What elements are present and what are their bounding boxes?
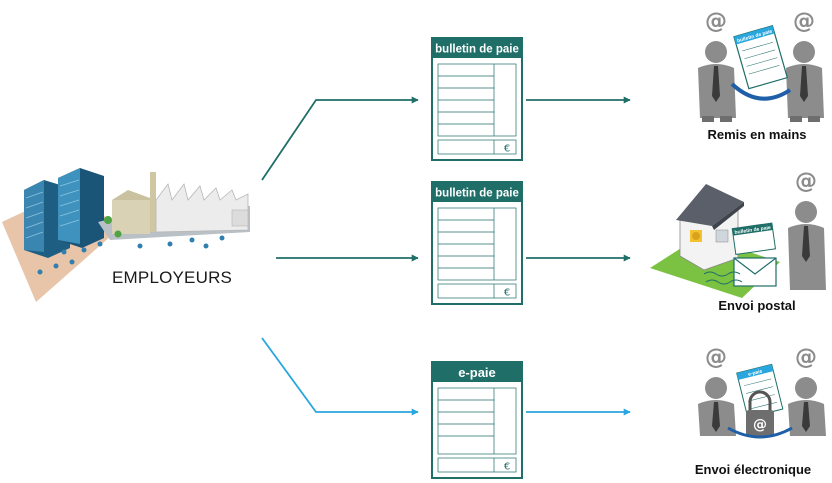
outcome-label-postal: Envoi postal [718, 298, 796, 313]
euro-sign: € [504, 462, 510, 473]
at-sign-icon: @ [705, 345, 727, 370]
outcome-label-electronic: Envoi électronique [694, 462, 812, 477]
padlock-icon: @ [746, 390, 774, 436]
crowd-icon [37, 235, 225, 275]
payslip-3: e-paie € [431, 361, 523, 479]
house-icon [676, 184, 744, 271]
outcome-label-hand-delivered: Remis en mains [707, 127, 807, 142]
at-sign-icon: @ [705, 9, 727, 34]
handshake-icon: @ @ bulletin de paie [698, 9, 824, 122]
postal-illustration: bulletin de paie @ [650, 169, 826, 298]
electronic-illustration: @ @ e-paie @ [698, 345, 826, 439]
payslip-1-header: bulletin de paie [435, 44, 519, 56]
office-buildings-icon [24, 168, 104, 258]
payslip-2: bulletin de paie € [431, 181, 523, 305]
arrow-to-payslip-3 [261, 337, 419, 416]
connectors [261, 96, 631, 416]
at-sign-icon: @ [795, 345, 817, 370]
envelope-icon [733, 257, 777, 287]
mini-payslip-text: bulletin de paie [734, 225, 771, 236]
employers-illustration [2, 168, 250, 302]
payslip-3-header: e-paie [458, 365, 496, 380]
arrow-to-payslip-1 [261, 96, 419, 181]
euro-sign: € [504, 144, 510, 155]
lock-at-sign: @ [753, 417, 767, 433]
mini-payslip-text: e-paie [748, 368, 764, 377]
euro-sign: € [504, 288, 510, 299]
payslip-2-header: bulletin de paie [435, 188, 519, 200]
factory-icon [98, 172, 250, 240]
payslip-1: bulletin de paie € [431, 37, 523, 161]
employers-label: EMPLOYEURS [112, 268, 233, 287]
at-sign-icon: @ [795, 169, 817, 194]
at-sign-icon: @ [793, 9, 815, 34]
